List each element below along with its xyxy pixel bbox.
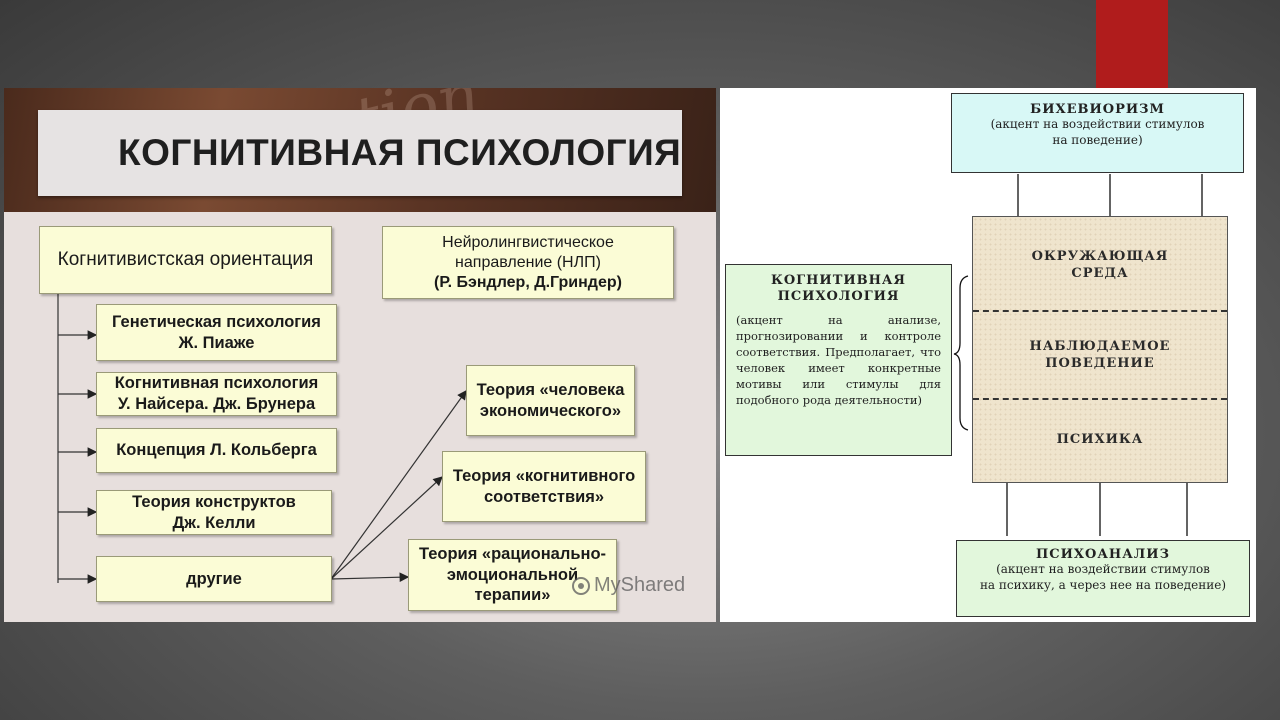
dashed-divider (973, 310, 1227, 312)
observed-behavior-label: НАБЛЮДАЕМОЕ ПОВЕДЕНИЕ (973, 339, 1227, 373)
nlp-line: (Р. Бэндлер, Д.Гриндер) (434, 273, 622, 291)
cognitive-text: (акцент на анализе, прогнозировании и ко… (736, 312, 941, 407)
branch-line: У. Найсера. Дж. Брунера (117, 395, 316, 413)
behaviorism-box: БИХЕВИОРИЗМ (акцент на воздействии стиму… (951, 93, 1244, 173)
cognitive-title-line: ПСИХОЛОГИЯ (777, 289, 900, 305)
cognitive-title-line: КОГНИТИВНАЯ (771, 273, 906, 288)
connector-lines (57, 294, 467, 584)
environment-label: ОКРУЖАЮЩАЯ СРЕДА (973, 249, 1227, 283)
psychoanalysis-text: (акцент на воздействии стимулов (996, 562, 1210, 576)
theory-cognitive-conformity: Теория «когнитивного соответствия» (442, 451, 646, 522)
branch-kohlberg: Концепция Л. Кольберга (96, 428, 337, 473)
accent-bar (1096, 0, 1168, 88)
theory-line: Теория «человека (476, 380, 625, 399)
dashed-divider (973, 398, 1227, 400)
branch-genetic: Генетическая психология Ж. Пиаже (96, 304, 337, 361)
title-box: КОГНИТИВНАЯ ПСИХОЛОГИЯ (38, 110, 682, 196)
slide-header: Education КОГНИТИВНАЯ ПСИХОЛОГИЯ (4, 88, 716, 212)
right-slide: БИХЕВИОРИЗМ (акцент на воздействии стиму… (720, 88, 1256, 622)
branch-kelly: Теория конструктов Дж. Келли (96, 490, 332, 535)
theory-rational-emotional: Теория «рационально- эмоциональной терап… (408, 539, 617, 611)
branch-line: Ж. Пиаже (178, 333, 255, 352)
behaviorism-text: на поведение) (1052, 132, 1143, 147)
environment-box: ОКРУЖАЮЩАЯ СРЕДА НАБЛЮДАЕМОЕ ПОВЕДЕНИЕ П… (972, 216, 1228, 483)
theory-line: эмоциональной (446, 565, 579, 584)
branch-line: Теория конструктов (132, 492, 296, 511)
orientation-label: Когнитивистская ориентация (57, 249, 314, 271)
psychoanalysis-title: ПСИХОАНАЛИЗ (1036, 547, 1170, 562)
watermark-text: MyShared (594, 574, 686, 596)
myshared-icon (572, 576, 590, 595)
orientation-box: Когнитивистская ориентация (39, 226, 332, 294)
environment-line: ОКРУЖАЮЩАЯ (1031, 249, 1169, 264)
branch-line: Концепция Л. Кольберга (116, 441, 317, 460)
nlp-line: направление (НЛП) (455, 253, 601, 271)
behaviorism-title: БИХЕВИОРИЗМ (1030, 102, 1165, 117)
theory-line: экономического» (479, 401, 622, 420)
theory-line: Теория «когнитивного (452, 466, 636, 485)
nlp-line: Нейролингвистическое (442, 233, 614, 251)
theory-line: соответствия» (483, 487, 605, 506)
psychoanalysis-text: на психику, а через нее на поведение) (979, 577, 1227, 592)
watermark: MyShared (572, 574, 685, 597)
psychoanalysis-box: ПСИХОАНАЛИЗ (акцент на воздействии стиму… (956, 540, 1250, 617)
left-slide: Education КОГНИТИВНАЯ ПСИХОЛОГИЯ Когнити… (4, 88, 716, 622)
branch-others: другие (96, 556, 332, 602)
environment-line: СРЕДА (1071, 265, 1129, 281)
theory-economic: Теория «человека экономического» (466, 365, 635, 436)
page-title: КОГНИТИВНАЯ ПСИХОЛОГИЯ (118, 132, 682, 173)
theory-line: Теория «рационально- (418, 545, 607, 564)
observed-line: НАБЛЮДАЕМОЕ (1029, 339, 1171, 354)
branch-line: Дж. Келли (172, 513, 256, 532)
psyche-label: ПСИХИКА (1056, 432, 1144, 447)
branch-cognitive: Когнитивная психология У. Найсера. Дж. Б… (96, 372, 337, 416)
cognitive-psychology-box: КОГНИТИВНАЯ ПСИХОЛОГИЯ (акцент на анализ… (725, 264, 952, 456)
branch-line: другие (186, 569, 242, 588)
theory-line: терапии» (474, 586, 551, 605)
behaviorism-text: (акцент на воздействии стимулов (990, 117, 1205, 131)
nlp-box: Нейролингвистическое направление (НЛП) (… (382, 226, 674, 299)
branch-line: Когнитивная психология (114, 374, 319, 393)
observed-line: ПОВЕДЕНИЕ (1045, 355, 1155, 371)
cognitive-title: КОГНИТИВНАЯ ПСИХОЛОГИЯ (736, 273, 941, 306)
branch-line: Генетическая психология (112, 312, 321, 331)
